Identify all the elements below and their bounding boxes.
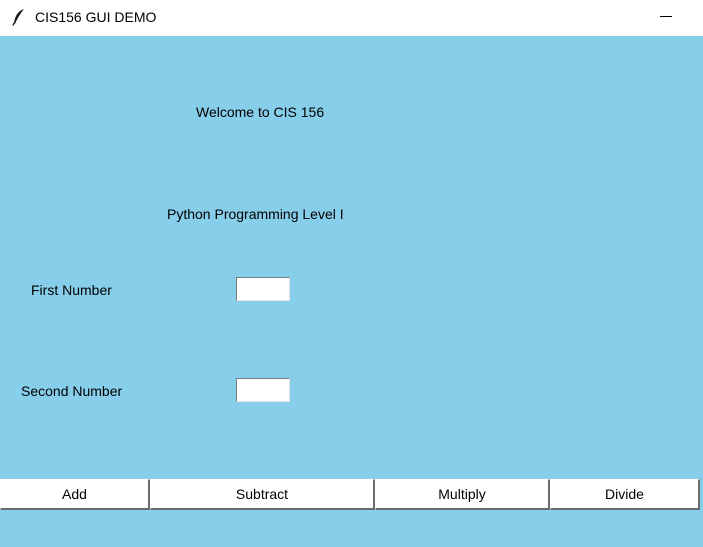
- divide-button[interactable]: Divide: [550, 479, 700, 510]
- first-number-label: First Number: [31, 282, 112, 298]
- add-button[interactable]: Add: [0, 479, 150, 510]
- title-bar: CIS156 GUI DEMO: [0, 0, 703, 36]
- second-number-input[interactable]: [236, 378, 290, 402]
- second-number-label: Second Number: [21, 383, 123, 399]
- subtract-button[interactable]: Subtract: [150, 479, 375, 510]
- minimize-button[interactable]: [648, 0, 686, 36]
- window-title: CIS156 GUI DEMO: [35, 9, 157, 25]
- subtitle-label: Python Programming Level I: [167, 206, 344, 222]
- multiply-button[interactable]: Multiply: [375, 479, 550, 510]
- welcome-label: Welcome to CIS 156: [196, 104, 325, 120]
- first-number-input[interactable]: [236, 277, 290, 301]
- feather-icon: [12, 8, 26, 26]
